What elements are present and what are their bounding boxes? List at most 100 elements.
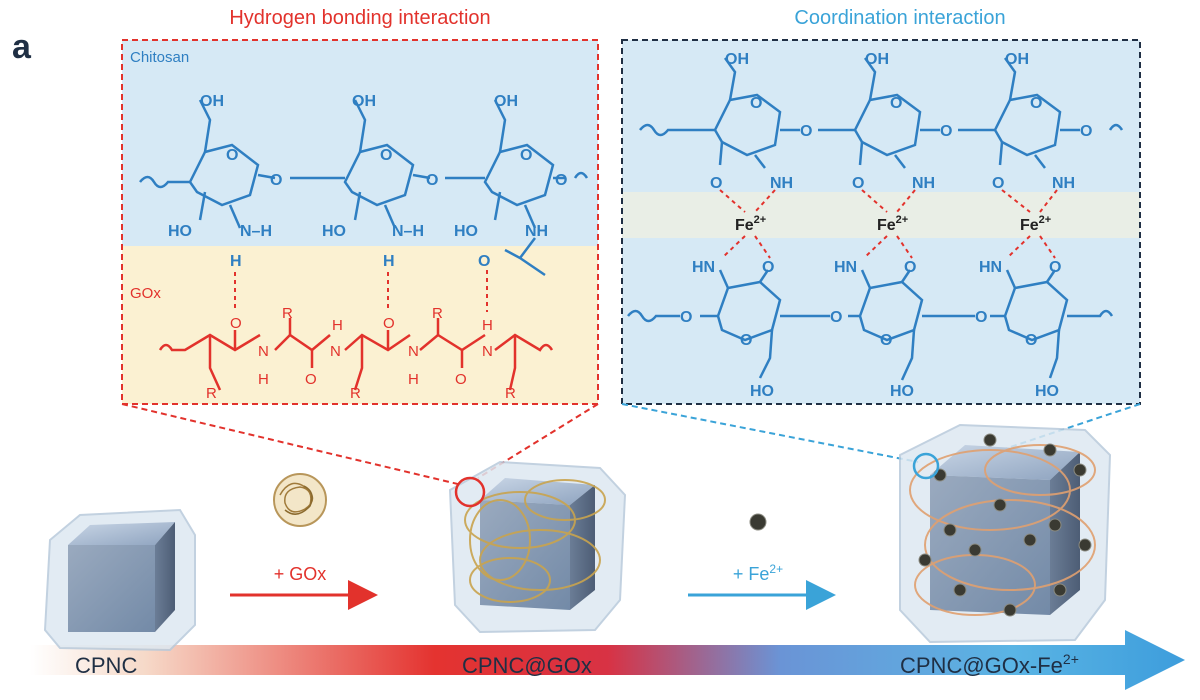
gox-chain [158, 318, 554, 391]
svg-text:O: O [520, 147, 532, 164]
zoom-circle-coord [912, 452, 940, 480]
svg-text:O: O [270, 172, 282, 189]
svg-text:R: R [206, 385, 217, 402]
svg-text:O: O [890, 95, 902, 112]
svg-text:Fe2+: Fe2+ [735, 214, 766, 234]
step1-label: + GOx [274, 564, 327, 584]
svg-text:HN: HN [834, 259, 857, 276]
svg-text:H: H [383, 253, 395, 270]
fe-band-region [622, 192, 1140, 238]
step2-label: + Fe2+ [733, 562, 783, 584]
svg-text:Fe2+: Fe2+ [1020, 214, 1051, 234]
svg-text:O: O [992, 175, 1004, 192]
svg-text:O: O [975, 309, 987, 326]
svg-text:O: O [1049, 259, 1061, 276]
svg-text:O: O [426, 172, 438, 189]
gox-ball-icon [273, 473, 327, 527]
svg-text:HO: HO [890, 383, 914, 400]
hbond-title: Hydrogen bonding interaction [229, 7, 490, 29]
svg-text:HN: HN [692, 259, 715, 276]
svg-text:NH: NH [525, 223, 548, 240]
coordination-bonds [719, 189, 1058, 259]
svg-text:O: O [680, 309, 692, 326]
chitosan-atoms: OH O O HO N–H OH O O HO N–H OH O O HO NH… [168, 93, 567, 270]
chitosan-label: Chitosan [130, 49, 189, 66]
panel-label: a [12, 28, 32, 66]
stage2-label: CPNC@GOx [462, 653, 592, 678]
svg-text:HN: HN [979, 259, 1002, 276]
svg-text:O: O [478, 253, 490, 270]
coord-frame [621, 39, 1141, 405]
cpnc-gox-cube [448, 460, 627, 634]
coord-upper-chain [639, 57, 1124, 169]
svg-text:O: O [226, 147, 238, 164]
svg-text:O: O [1025, 332, 1037, 349]
coord-title: Coordination interaction [794, 7, 1005, 29]
fe-ion-icon [749, 513, 767, 531]
svg-text:NH: NH [770, 175, 793, 192]
svg-text:R: R [505, 385, 516, 402]
svg-text:O: O [852, 175, 864, 192]
svg-text:H: H [482, 317, 493, 334]
svg-text:OH: OH [1005, 51, 1029, 68]
gox-atoms: O N H R R O N H O R N H R O N H R [206, 305, 516, 402]
chitosan-chain [139, 99, 589, 277]
svg-text:OH: OH [725, 51, 749, 68]
hydrogen-bonds [234, 270, 488, 312]
svg-text:H: H [408, 371, 419, 388]
svg-text:O: O [383, 315, 395, 332]
svg-text:NH: NH [1052, 175, 1075, 192]
svg-text:O: O [800, 123, 812, 140]
svg-text:H: H [230, 253, 242, 270]
svg-text:O: O [230, 315, 242, 332]
gox-region [122, 246, 598, 404]
coord-atoms: OH O O O NH OH O O O NH OH O O O NH HN O… [680, 51, 1092, 400]
svg-text:O: O [1080, 123, 1092, 140]
svg-text:N–H: N–H [240, 223, 272, 240]
svg-text:N: N [330, 343, 341, 360]
svg-text:R: R [350, 385, 361, 402]
svg-text:OH: OH [865, 51, 889, 68]
hbond-panel: Chitosan GOx [121, 39, 599, 405]
coord-panel: OH O O O NH OH O O O NH OH O O O NH HN O… [621, 39, 1141, 405]
svg-text:N–H: N–H [392, 223, 424, 240]
coord-lower-region [622, 238, 1140, 404]
svg-text:HO: HO [1035, 383, 1059, 400]
chitosan-region [122, 40, 598, 246]
svg-text:N: N [408, 343, 419, 360]
svg-text:R: R [282, 305, 293, 322]
svg-text:O: O [305, 371, 317, 388]
svg-text:O: O [710, 175, 722, 192]
svg-text:O: O [904, 259, 916, 276]
fe-ion-dots [918, 433, 1092, 617]
zoom-lines [121, 403, 1141, 486]
gox-label: GOx [130, 285, 161, 302]
svg-text:N: N [258, 343, 269, 360]
svg-text:O: O [1030, 95, 1042, 112]
fe-ions: Fe2+ Fe2+ Fe2+ [735, 214, 1051, 234]
coord-lower-chain [627, 269, 1114, 381]
svg-text:O: O [830, 309, 842, 326]
svg-text:OH: OH [352, 93, 376, 110]
svg-text:O: O [380, 147, 392, 164]
svg-text:HO: HO [750, 383, 774, 400]
process-arrow-bar [30, 630, 1185, 690]
svg-text:OH: OH [494, 93, 518, 110]
cpnc-gox-fe-cube [899, 423, 1112, 644]
svg-text:H: H [258, 371, 269, 388]
svg-text:O: O [455, 371, 467, 388]
svg-text:O: O [555, 172, 567, 189]
svg-text:R: R [432, 305, 443, 322]
svg-text:Fe2+: Fe2+ [877, 214, 908, 234]
zoom-circle-hbond [454, 476, 486, 508]
cpnc-cube [43, 508, 196, 652]
svg-text:OH: OH [200, 93, 224, 110]
svg-text:O: O [762, 259, 774, 276]
svg-text:H: H [332, 317, 343, 334]
svg-text:O: O [740, 332, 752, 349]
svg-text:N: N [482, 343, 493, 360]
svg-text:O: O [940, 123, 952, 140]
svg-text:HO: HO [168, 223, 192, 240]
svg-text:NH: NH [912, 175, 935, 192]
svg-text:O: O [880, 332, 892, 349]
